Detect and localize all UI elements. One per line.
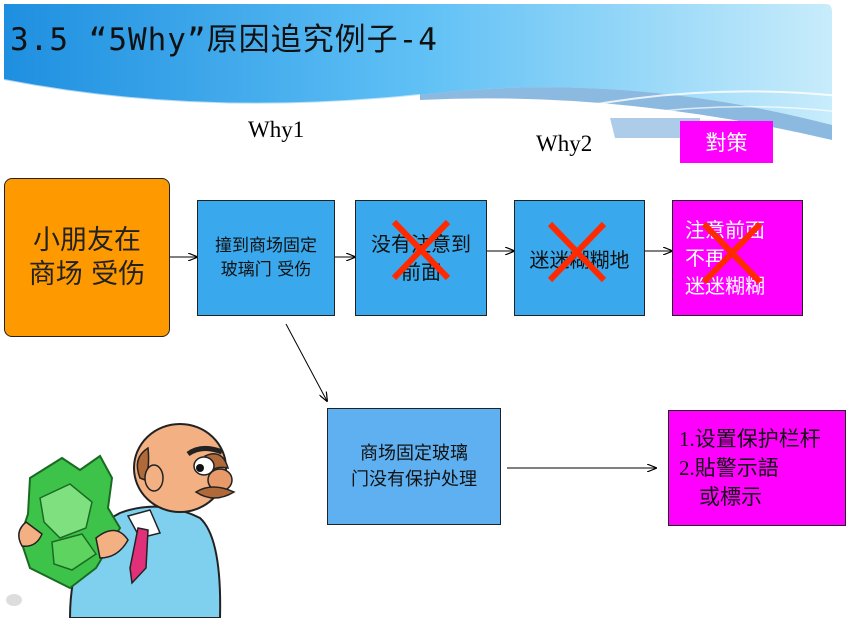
measure-bottom-line-2: 2.貼警示語 <box>679 455 779 480</box>
start-line-1: 小朋友在 <box>33 224 141 256</box>
title-banner <box>3 4 841 140</box>
measure-bottom-line-1: 1.设置保护栏杆 <box>679 426 821 451</box>
businessman-with-money-illustration <box>6 423 236 618</box>
cause-branch-box: 商场固定玻璃 门没有保护处理 <box>327 408 501 525</box>
branch-line-1: 商场固定玻璃 <box>360 442 468 464</box>
measure-top-line-1: 注意前面 <box>685 218 765 242</box>
arrow-branch-down <box>285 323 327 401</box>
cause1-line-1: 撞到商场固定 <box>215 236 317 256</box>
countermeasure-bottom-box: 1.设置保护栏杆 2.貼警示語 或標示 <box>668 410 846 526</box>
start-line-2: 商场 受伤 <box>28 258 146 290</box>
branch-line-2: 门没有保护处理 <box>351 468 477 490</box>
measure-top-line-3: 迷迷糊糊 <box>685 274 765 298</box>
start-box: 小朋友在 商场 受伤 <box>4 178 170 337</box>
why1-label: Why1 <box>248 117 305 142</box>
cause2-line-1: 没有注意到 <box>371 232 471 256</box>
cause2-line-2: 前面 <box>401 260 441 284</box>
countermeasure-tag: 對策 <box>680 121 773 163</box>
page-title: 3.5 “5Why”原因追究例子-4 <box>10 22 438 58</box>
cause2-box: 没有注意到 前面 <box>355 200 487 316</box>
measure-bottom-line-3: 或標示 <box>699 484 762 509</box>
countermeasure-top-box: 注意前面 不再 迷迷糊糊 <box>672 200 803 316</box>
measure-top-line-2: 不再 <box>685 246 725 270</box>
cause1-line-2: 玻璃门 受伤 <box>220 260 312 280</box>
cause1-box: 撞到商场固定 玻璃门 受伤 <box>197 200 335 316</box>
cause3-box: 迷迷糊糊地 <box>514 200 645 316</box>
why2-label: Why2 <box>536 131 593 156</box>
